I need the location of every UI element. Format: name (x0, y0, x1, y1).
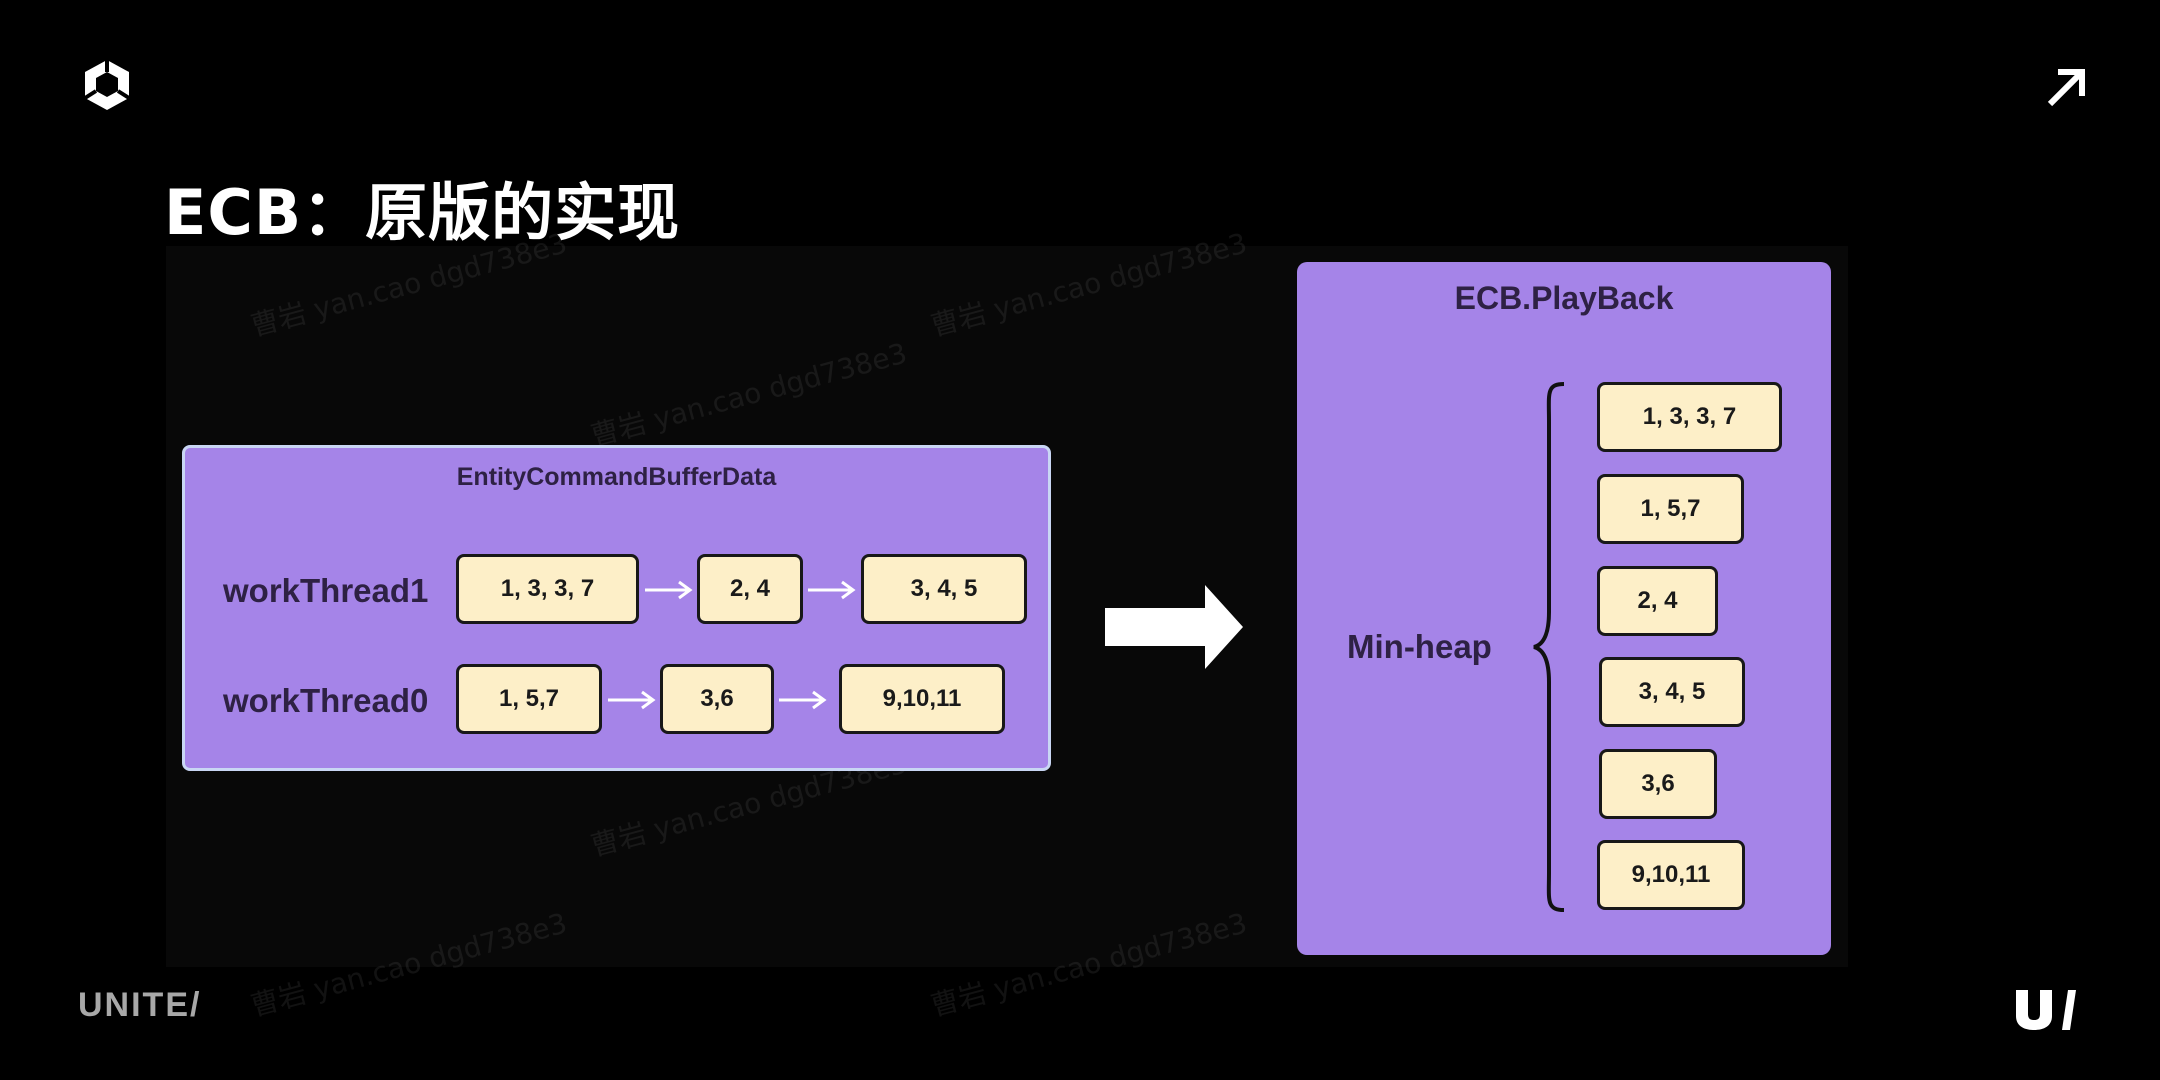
row-label-workthread1: workThread1 (223, 572, 429, 609)
buffer-chunk-node: 3,6 (660, 664, 774, 734)
heap-item: 3, 4, 5 (1599, 657, 1745, 727)
heap-item: 1, 5,7 (1597, 474, 1744, 544)
unite-u-mark-icon (2016, 990, 2076, 1030)
buffer-chunk-node: 2, 4 (697, 554, 803, 624)
heap-item: 1, 3, 3, 7 (1597, 382, 1782, 452)
watermark: 曹岩 yan.cao dgd738e3 (927, 226, 1251, 343)
row-label-workthread0: workThread0 (223, 682, 429, 719)
playback-panel: ECB.PlayBack Min-heap 1, 3, 3, 7 1, 5,7 … (1297, 262, 1831, 955)
buffer-chunk-node: 1, 5,7 (456, 664, 602, 734)
arrow-right-icon (808, 580, 856, 600)
arrow-right-icon (608, 690, 656, 710)
arrow-right-icon (779, 690, 827, 710)
watermark: 曹岩 yan.cao dgd738e3 (247, 906, 571, 1023)
entity-command-buffer-panel: EntityCommandBufferData workThread1 1, 3… (182, 445, 1051, 771)
heap-item: 2, 4 (1597, 566, 1718, 636)
buffer-chunk-node: 3, 4, 5 (861, 554, 1027, 624)
heap-item: 3,6 (1599, 749, 1717, 819)
arrow-right-icon (645, 580, 693, 600)
unite-logo: UNITE/ (78, 986, 202, 1024)
panel-title: EntityCommandBufferData (456, 463, 777, 491)
min-heap-label: Min-heap (1347, 628, 1492, 665)
heap-item: 9,10,11 (1597, 840, 1745, 910)
external-link-arrow-icon[interactable] (2044, 64, 2090, 110)
buffer-chunk-node: 1, 3, 3, 7 (456, 554, 639, 624)
curly-brace-icon (1533, 382, 1565, 912)
big-right-arrow-icon (1105, 585, 1243, 669)
buffer-chunk-node: 9,10,11 (839, 664, 1005, 734)
watermark: 曹岩 yan.cao dgd738e3 (587, 336, 911, 453)
watermark: 曹岩 yan.cao dgd738e3 (927, 906, 1251, 1023)
slide-title: ECB：原版的实现 (164, 176, 681, 249)
panel-title: ECB.PlayBack (1454, 280, 1674, 316)
unity-cube-icon (83, 60, 131, 110)
